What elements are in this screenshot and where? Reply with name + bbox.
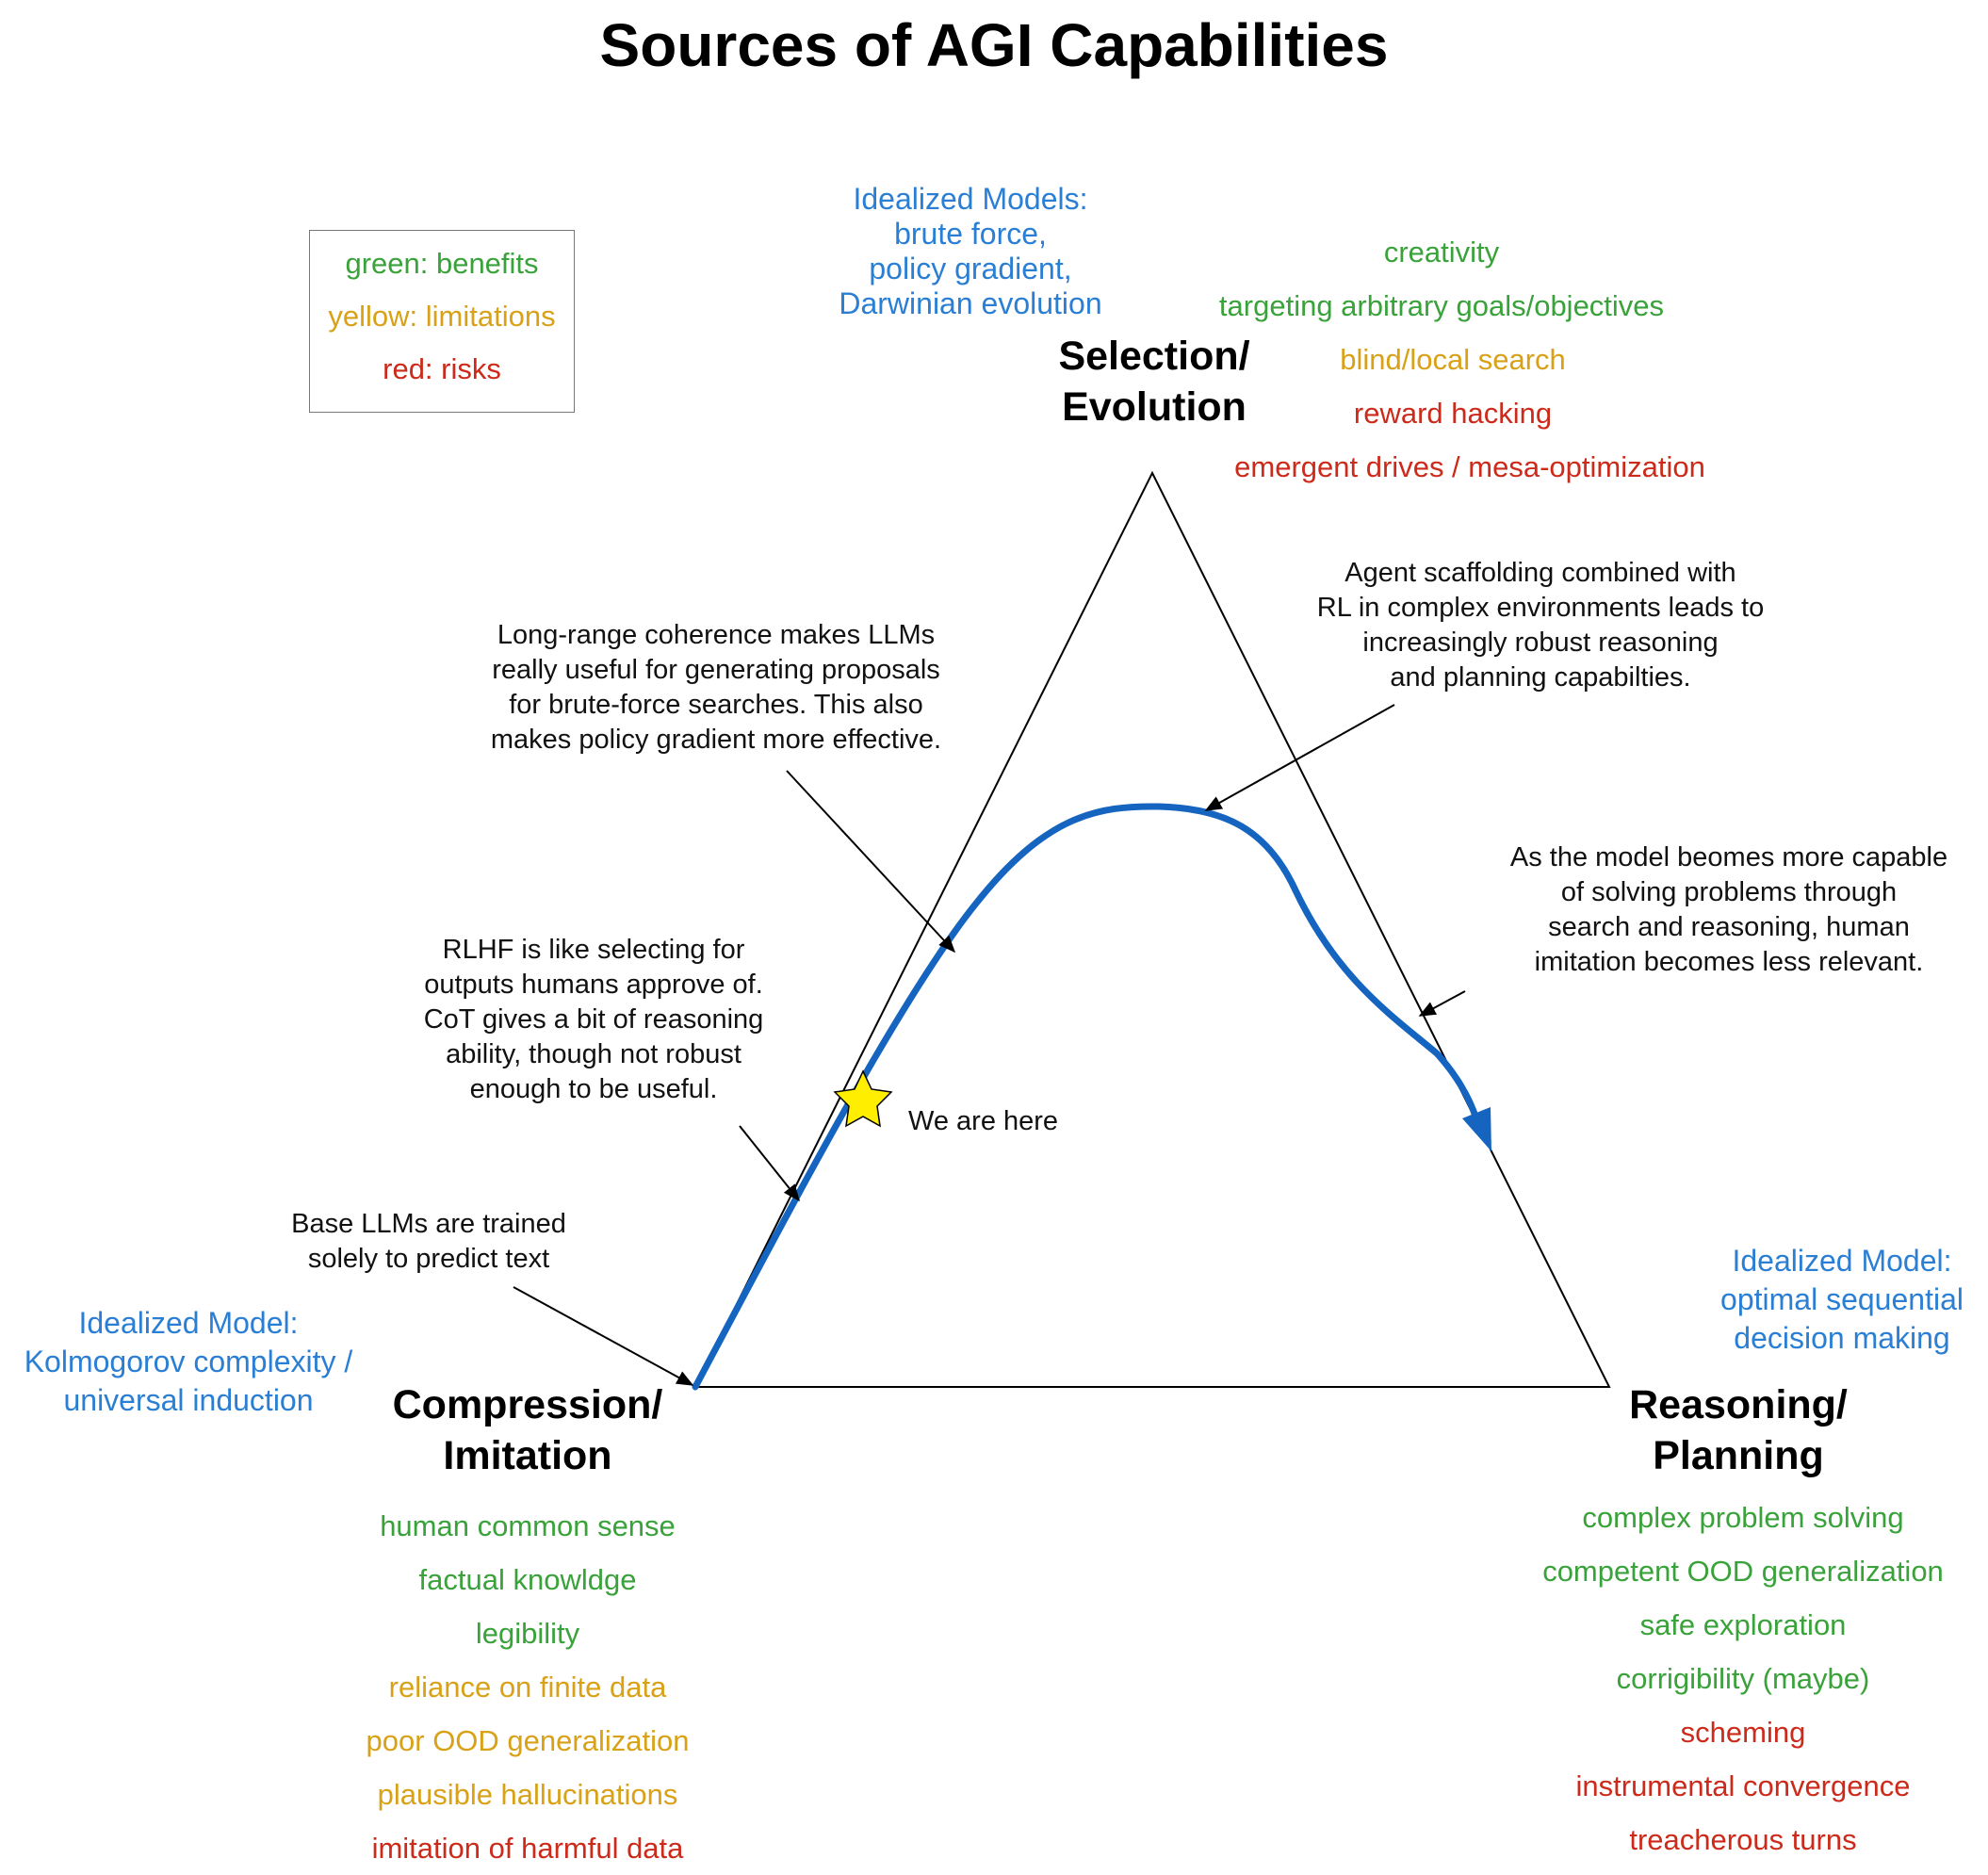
top-idealized-models: Idealized Models: brute force, policy gr… [782,182,1159,321]
top-idealized-line: policy gradient, [869,252,1072,285]
trait-item: human common sense [380,1509,676,1542]
annotation-line: solely to predict text [307,1244,550,1274]
annotation-line: Agent scaffolding combined with [1344,558,1736,588]
annotation-line: makes policy gradient more effective. [490,725,942,755]
annotation-long-range-coherence: Long-range coherence makes LLMs really u… [433,618,999,758]
top-idealized-line: Darwinian evolution [839,286,1102,320]
annotation-line: CoT gives a bit of reasoning [423,1004,764,1035]
legend-benefits: green: benefits [345,247,539,280]
annotation-line: increasingly robust reasoning [1362,628,1719,658]
left-idealized-model: Idealized Model: Kolmogorov complexity /… [0,1304,377,1420]
annotation-line: of solving problems through [1560,877,1898,907]
compression-traits-list: human common sense factual knowldge legi… [339,1499,716,1875]
right-idealized-line: optimal sequential [1720,1282,1964,1316]
arrow-scaffolding [1204,704,1395,811]
trait-item: scheming [1680,1716,1806,1749]
annotation-line: Base LLMs are trained [291,1209,566,1239]
right-idealized-line: Idealized Model: [1732,1244,1952,1278]
trait-item: plausible hallucinations [377,1778,678,1811]
arrow-base-llms [513,1286,694,1386]
trait-item: treacherous turns [1629,1823,1857,1856]
arrow-coherence [786,770,956,954]
annotation-line: Long-range coherence makes LLMs [497,620,936,650]
arrow-rlhf [739,1125,800,1202]
top-idealized-line: brute force, [894,217,1047,251]
annotation-line: ability, though not robust [446,1039,741,1069]
vertex-name-line: Imitation [443,1433,612,1478]
trait-item: reliance on finite data [388,1671,667,1704]
trait-item: imitation of harmful data [371,1832,684,1865]
annotation-base-llms: Base LLMs are trained solely to predict … [254,1207,603,1277]
annotation-line: As the model beomes more capable [1509,842,1948,872]
legend-limitations: yellow: limitations [328,300,556,333]
trait-item: poor OOD generalization [366,1724,690,1757]
trait-item: blind/local search [1340,343,1566,376]
annotation-line: and planning capabilties. [1390,662,1691,693]
trait-item: factual knowldge [418,1563,637,1596]
right-idealized-model: Idealized Model: optimal sequential deci… [1696,1242,1988,1358]
selection-traits-list: creativity targeting arbitrary goals/obj… [1178,225,1705,494]
annotation-imitation-less-relevant: As the model beomes more capable of solv… [1470,840,1988,980]
vertex-name-line: Evolution [1062,384,1247,430]
trait-item: instrumental convergence [1575,1769,1911,1802]
trajectory-arrowhead [1462,1107,1491,1151]
triangle-outline [693,470,1611,1388]
top-idealized-line: Idealized Models: [853,182,1088,216]
annotation-rlhf: RLHF is like selecting for outputs human… [377,933,810,1107]
annotation-line: enough to be useful. [469,1074,718,1104]
annotation-line: RL in complex environments leads to [1316,593,1765,623]
we-are-here-label: We are here [908,1106,1059,1136]
vertex-selection-evolution: Selection/ Evolution [1018,331,1291,432]
vertex-name-line: Compression/ [392,1382,663,1427]
vertex-name-line: Selection/ [1058,334,1250,379]
trait-item: creativity [1383,236,1500,269]
vertex-reasoning-planning: Reasoning/ Planning [1602,1379,1875,1481]
annotation-line: RLHF is like selecting for [442,935,745,965]
left-idealized-line: Kolmogorov complexity / [24,1345,353,1378]
trait-item: emergent drives / mesa-optimization [1234,450,1705,483]
annotation-line: search and reasoning, human [1548,912,1910,942]
we-are-here-star-icon [833,1069,893,1128]
vertex-name-line: Planning [1653,1433,1824,1478]
left-idealized-line: Idealized Model: [78,1306,299,1340]
vertex-compression-imitation: Compression/ Imitation [377,1379,678,1481]
arrow-less-relevant [1418,990,1466,1017]
diagram-title: Sources of AGI Capabilities [599,11,1389,79]
annotation-agent-scaffolding: Agent scaffolding combined with RL in co… [1253,556,1828,695]
color-legend: green: benefits yellow: limitations red:… [309,230,575,413]
annotation-line: really useful for generating proposals [492,655,940,685]
trait-item: corrigibility (maybe) [1616,1662,1870,1695]
trait-item: complex problem solving [1582,1501,1904,1534]
trait-item: legibility [475,1617,580,1650]
annotation-line: for brute-force searches. This also [509,690,923,720]
annotation-line: imitation becomes less relevant. [1534,947,1924,977]
annotation-line: outputs humans approve of. [424,970,763,1000]
trait-item: reward hacking [1353,397,1553,430]
left-idealized-line: universal induction [63,1383,314,1417]
vertex-name-line: Reasoning/ [1629,1382,1848,1427]
trait-item: competent OOD generalization [1542,1555,1944,1588]
legend-risks: red: risks [383,352,501,385]
reasoning-traits-list: complex problem solving competent OOD ge… [1498,1491,1988,1867]
right-idealized-line: decision making [1734,1321,1950,1355]
capability-trajectory-curve [692,803,1480,1391]
trait-item: targeting arbitrary goals/objectives [1218,289,1665,322]
trait-item: safe exploration [1639,1608,1847,1641]
